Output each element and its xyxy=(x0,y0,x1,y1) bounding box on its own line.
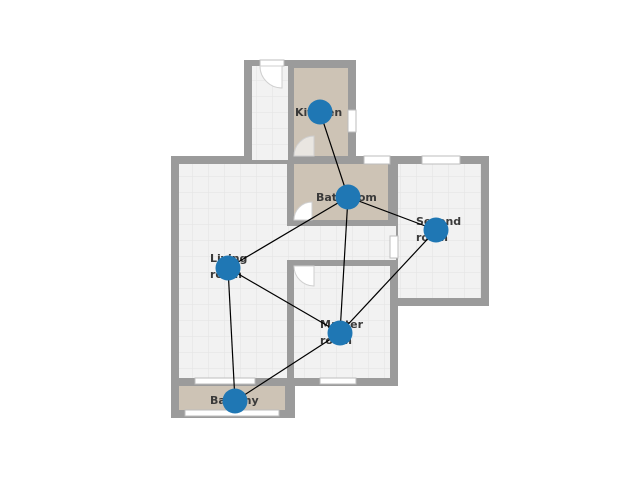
floor-hall xyxy=(286,226,396,260)
node-balcony xyxy=(222,388,248,414)
door-balcony xyxy=(194,377,256,385)
window-corridor xyxy=(259,59,285,67)
door-swing-master-room xyxy=(293,265,315,287)
edge-second-room-master-room xyxy=(339,229,437,334)
node-living-room xyxy=(215,255,241,281)
edge-bathroom-second-room xyxy=(347,196,437,231)
door-swing-bathroom xyxy=(293,201,313,221)
graph-edges xyxy=(227,111,437,402)
edge-master-room-balcony xyxy=(234,332,341,402)
window-bathroom xyxy=(363,155,391,165)
node-second-room xyxy=(423,217,449,243)
window-master-room xyxy=(319,377,357,385)
node-kitchen xyxy=(307,99,333,125)
edge-living-room-master-room xyxy=(227,267,341,334)
edge-living-room-balcony xyxy=(227,267,236,402)
door-swing-entrance xyxy=(259,65,283,89)
door-second-room xyxy=(389,235,399,259)
edge-bathroom-living-room xyxy=(227,196,349,269)
node-bathroom xyxy=(335,184,361,210)
node-master-room xyxy=(327,320,353,346)
window-kitchen xyxy=(347,109,357,133)
window-second-room xyxy=(421,155,461,165)
graph-nodes xyxy=(215,99,449,414)
edge-kitchen-bathroom xyxy=(319,111,349,198)
door-swing-kitchen xyxy=(293,135,315,157)
edge-bathroom-master-room xyxy=(339,196,349,334)
